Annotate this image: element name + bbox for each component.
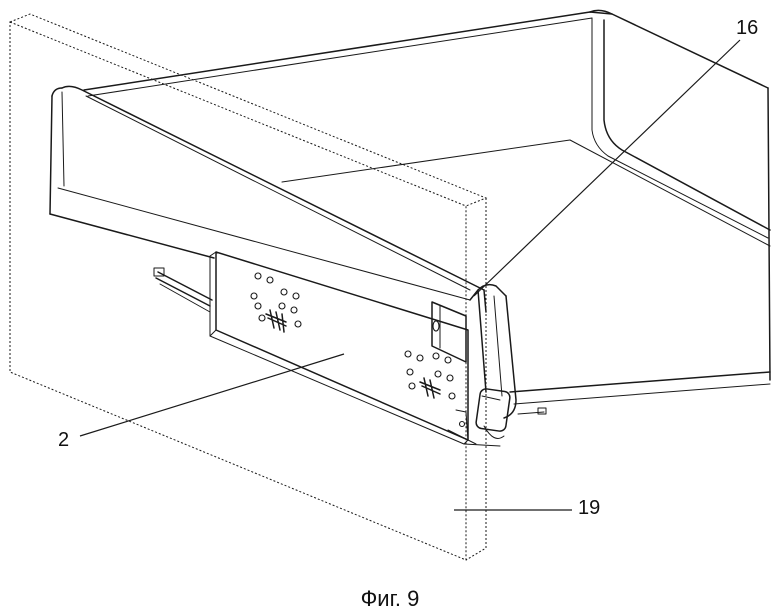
figure-caption: Фиг. 9 bbox=[360, 586, 420, 611]
label-19: 19 bbox=[578, 497, 601, 519]
leader-lines bbox=[79, 39, 741, 511]
drawer-body bbox=[83, 9, 771, 415]
leader-2 bbox=[79, 353, 345, 437]
drawer-side-panel bbox=[49, 85, 487, 313]
cabinet-wall-outline bbox=[9, 13, 488, 561]
slide-rail bbox=[153, 251, 501, 447]
leader-16 bbox=[473, 39, 741, 297]
label-2: 2 bbox=[58, 429, 70, 451]
label-16: 16 bbox=[736, 17, 759, 39]
front-profile bbox=[431, 283, 517, 439]
